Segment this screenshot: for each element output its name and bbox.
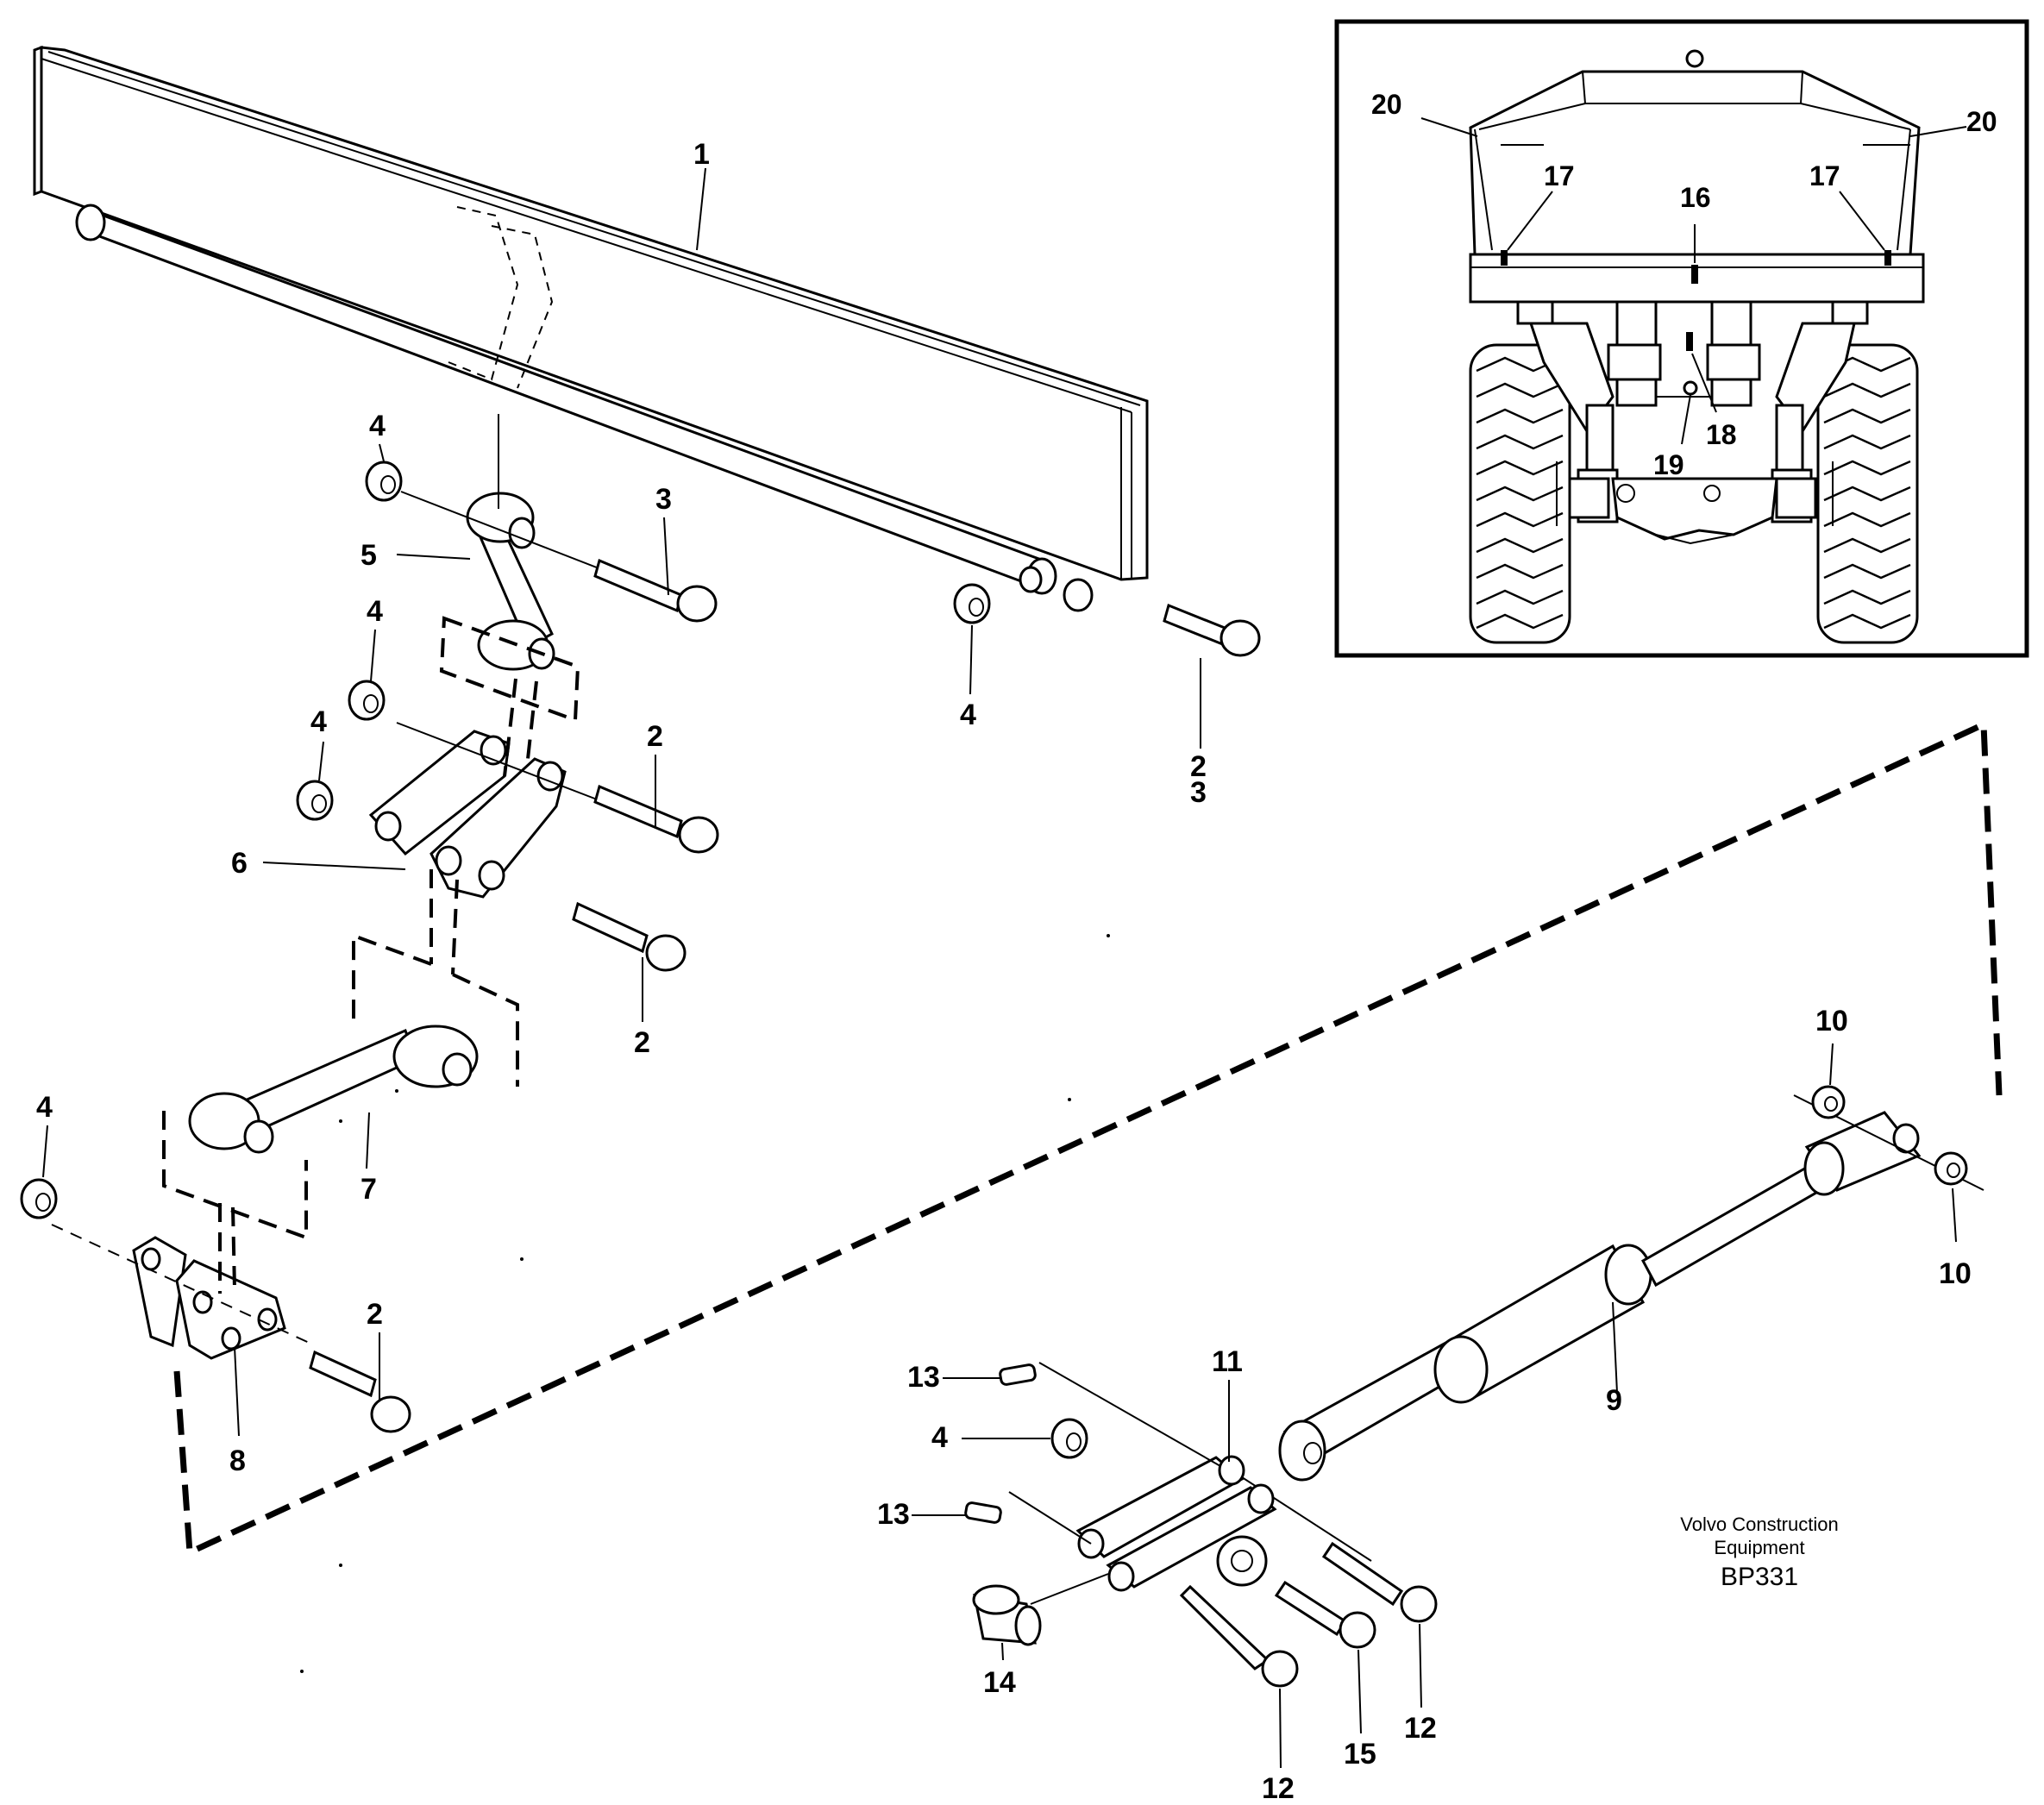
callout-7: 7 <box>361 1173 377 1206</box>
pin-icon <box>999 1363 1037 1386</box>
assembly-guides <box>162 616 2003 1557</box>
nut-group <box>20 461 1088 1459</box>
nut-icon <box>348 680 386 721</box>
bolt-group <box>309 558 1438 1688</box>
callout-5: 5 <box>361 539 377 572</box>
nut-icon <box>20 1178 58 1219</box>
nut-icon <box>953 583 991 624</box>
callout-12-right: 12 <box>1404 1712 1437 1745</box>
nut-icon <box>1050 1418 1088 1459</box>
marker-19 <box>1683 380 1698 396</box>
callout-2-left: 2 <box>367 1298 383 1331</box>
inset-callout-16: 16 <box>1680 182 1711 213</box>
tire-left <box>1469 343 1571 644</box>
inset-callout-17-left: 17 <box>1544 160 1575 191</box>
inset-callout-20-right: 20 <box>1966 106 1997 137</box>
bolt-icon <box>1163 603 1261 657</box>
bracket-part-8 <box>51 1224 316 1360</box>
marker-17-left <box>1501 250 1508 266</box>
marker-18 <box>1686 332 1693 351</box>
callout-4-bracket: 4 <box>310 705 327 738</box>
callout-1: 1 <box>693 138 710 171</box>
callout-2-bracket: 2 <box>647 720 663 753</box>
inset-callout-20-left: 20 <box>1371 89 1402 120</box>
inset-callout-18: 18 <box>1706 419 1737 450</box>
callout-10-bottom: 10 <box>1939 1257 1972 1290</box>
brand-line-2: Equipment <box>1714 1537 1804 1558</box>
callout-4-mid: 4 <box>367 595 383 628</box>
inset-callout-17-right: 17 <box>1809 160 1840 191</box>
inset-panel <box>1334 19 2029 658</box>
callout-6: 6 <box>231 847 248 880</box>
callout-8: 8 <box>229 1445 246 1477</box>
drawing-code: BP331 <box>1721 1563 1798 1591</box>
bracket-part-6 <box>368 722 605 899</box>
brand-block: Volvo Construction Equipment BP331 <box>1680 1514 1838 1591</box>
callout-3-upper: 3 <box>655 483 672 516</box>
inset-callout-labels: 20 20 17 17 16 18 19 <box>1371 89 1997 480</box>
beam-part-1 <box>33 45 1149 612</box>
bolt-icon <box>309 1350 411 1433</box>
pin-icon <box>964 1501 1002 1524</box>
link-part-7 <box>188 1025 479 1154</box>
bolt-icon <box>593 784 719 854</box>
leader-lines <box>42 167 1957 1769</box>
link-part-5 <box>400 414 691 671</box>
bolt-icon <box>1321 1541 1438 1623</box>
washer-group <box>1811 1085 1968 1186</box>
marker-17-right <box>1884 250 1891 266</box>
callout-14: 14 <box>983 1666 1016 1699</box>
print-specks <box>300 934 1110 1673</box>
callout-3-right: 3 <box>1190 776 1207 809</box>
nut-icon <box>365 461 403 502</box>
callout-15: 15 <box>1344 1738 1376 1771</box>
nut-icon <box>296 780 334 821</box>
lever-part-11 <box>1008 1362 1277 1605</box>
callout-13-top: 13 <box>907 1361 940 1394</box>
washer-icon <box>1934 1151 1968 1186</box>
bolt-icon <box>593 558 718 623</box>
bolt-icon <box>1274 1580 1376 1649</box>
callout-labels: 1 5 6 7 8 3 2 2 2 2 3 4 4 4 4 4 4 9 10 1… <box>36 138 1972 1805</box>
callout-4-top: 4 <box>369 410 386 442</box>
sleeve-part-14 <box>972 1584 1042 1646</box>
callout-11: 11 <box>1212 1345 1243 1378</box>
callout-12-bottom: 12 <box>1262 1772 1295 1805</box>
callout-10-top: 10 <box>1815 1005 1848 1037</box>
inset-callout-19: 19 <box>1653 449 1684 480</box>
tire-right <box>1816 343 1919 644</box>
bolt-icon <box>572 901 687 972</box>
pin-group-13 <box>964 1363 1037 1524</box>
marker-16 <box>1691 265 1698 284</box>
callout-9: 9 <box>1606 1384 1622 1417</box>
brand-line-1: Volvo Construction <box>1680 1514 1838 1535</box>
callout-4-left: 4 <box>36 1091 53 1124</box>
callout-13-bottom: 13 <box>877 1498 910 1531</box>
cylinder-part-9 <box>1278 1094 1984 1482</box>
callout-4-right: 4 <box>960 699 976 731</box>
bolt-icon <box>1179 1584 1299 1688</box>
washer-icon <box>1811 1085 1846 1119</box>
callout-2-right: 2 <box>1190 750 1207 783</box>
callout-2-lower: 2 <box>634 1026 650 1059</box>
callout-4-lever: 4 <box>931 1421 948 1454</box>
